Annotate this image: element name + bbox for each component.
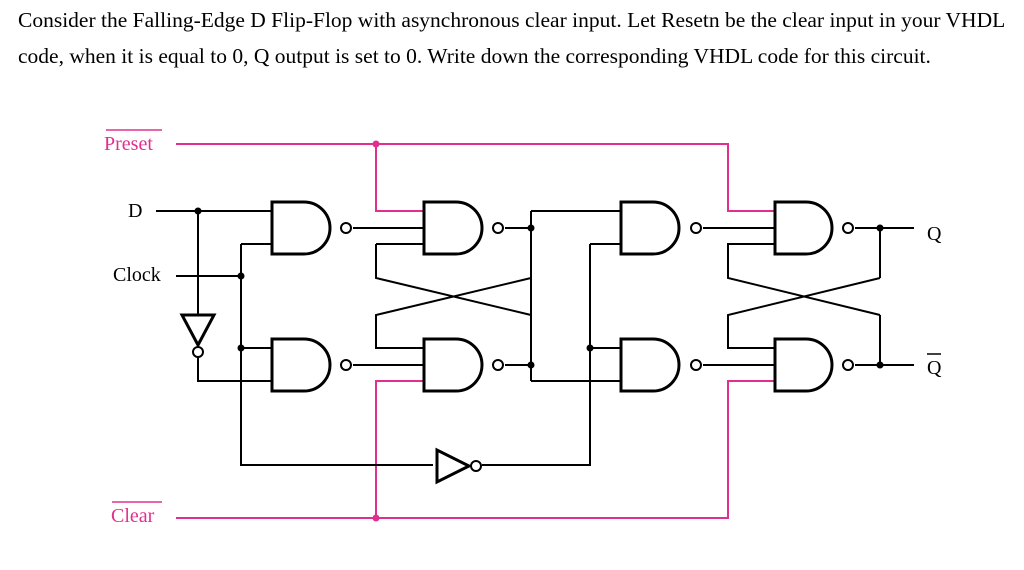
d-label: D: [128, 200, 142, 222]
question-text: Consider the Falling-Edge D Flip-Flop wi…: [18, 8, 1005, 68]
signal-wires: [156, 210, 914, 466]
nand-gate-slave-bottom-input: [619, 337, 681, 393]
q-label: Q: [927, 223, 942, 245]
inverter-bubble: [470, 460, 482, 472]
junction-dots: [194, 207, 884, 369]
d-inverter-triangle: [179, 313, 217, 349]
nand-gate-slave-top-input: [619, 200, 681, 256]
preset-junction-dot: [372, 140, 380, 148]
clear-label: Clear: [111, 505, 155, 527]
preset-label: Preset: [104, 133, 153, 155]
nand-bubble: [690, 222, 702, 234]
nand-gate-master-bottom-input: [270, 337, 332, 393]
nand-gate-slave-latch-bottom: [773, 337, 834, 393]
q-bar-label: Q: [927, 357, 942, 379]
nand-gate-master-top-input: [270, 200, 332, 256]
nand-bubble: [340, 359, 352, 371]
nand-gate-master-latch-top: [422, 200, 484, 256]
nand-bubble: [842, 222, 854, 234]
preset-wire: [176, 143, 775, 212]
clock-label: Clock: [113, 264, 161, 286]
nand-gate-slave-latch-top: [773, 200, 834, 256]
nand-bubble: [492, 222, 504, 234]
clock-inverter-triangle: [435, 447, 473, 485]
nand-bubble: [690, 359, 702, 371]
nand-bubble: [492, 359, 504, 371]
nand-gate-master-latch-bottom: [422, 337, 484, 393]
clear-wire: [176, 380, 775, 519]
nand-bubble: [842, 359, 854, 371]
nand-bubble: [340, 222, 352, 234]
inverter-bubble: [192, 346, 204, 358]
clear-junction-dot: [372, 514, 380, 522]
